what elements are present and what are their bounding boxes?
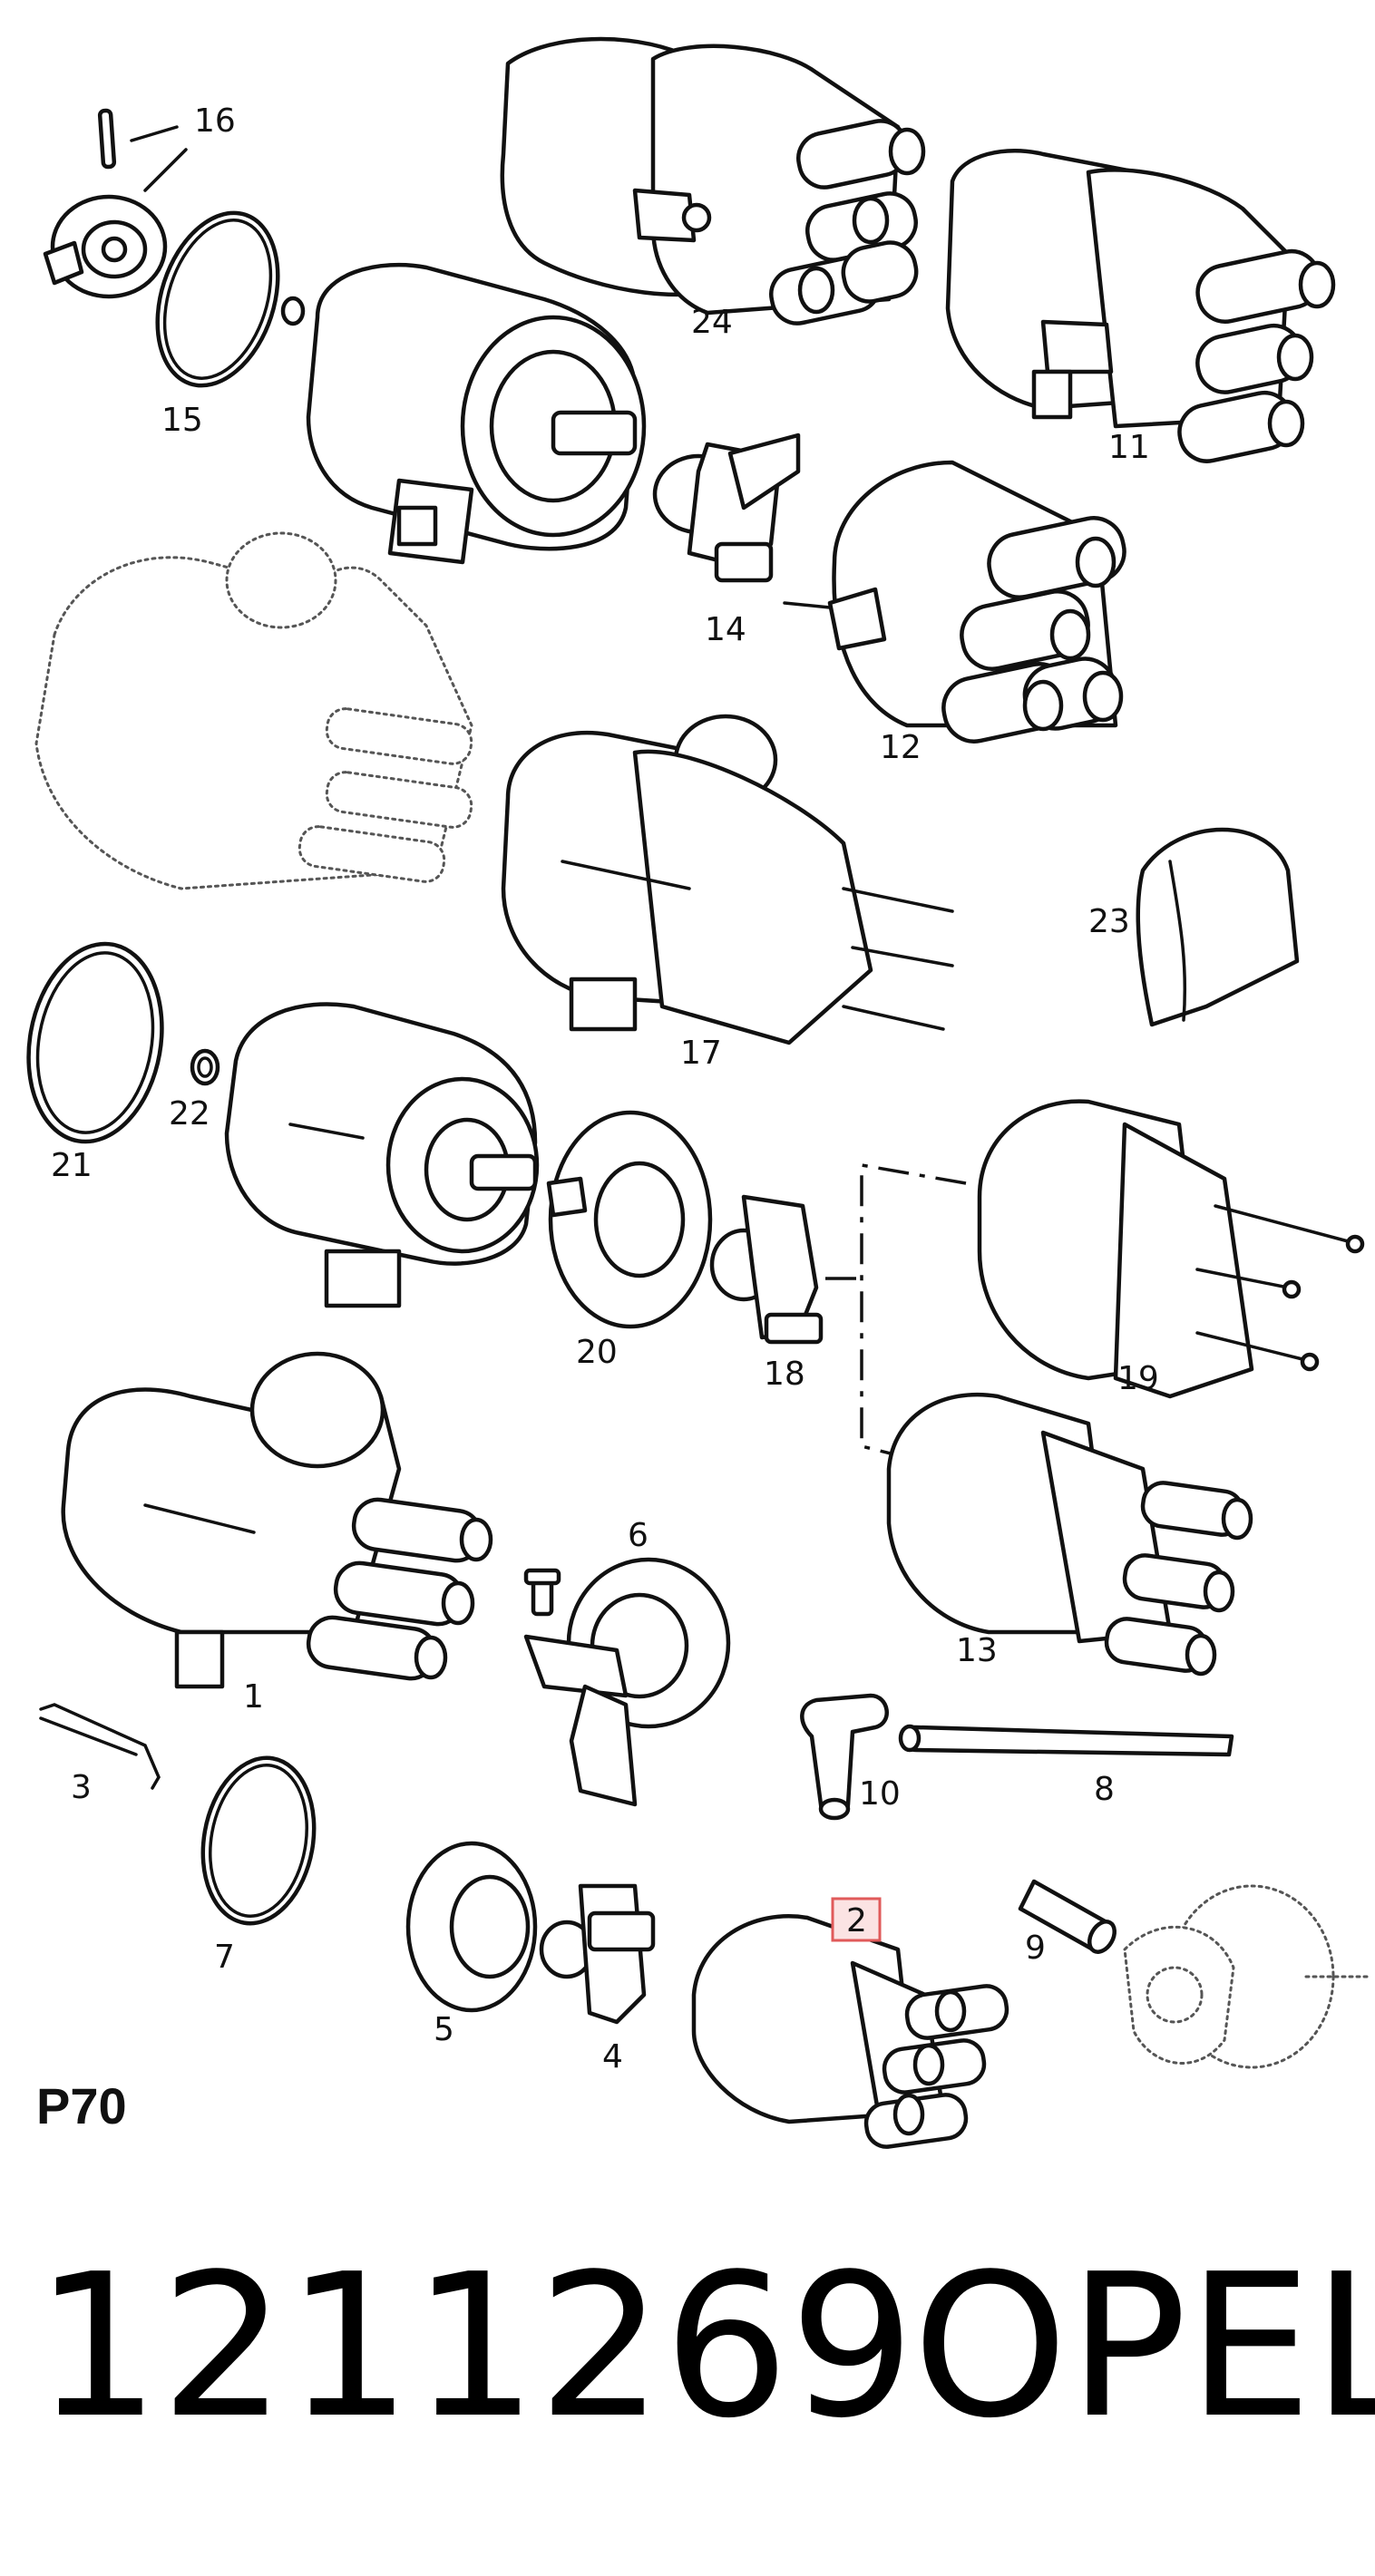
assembly-link-line [860, 1162, 967, 1462]
callout-17: 17 [680, 1035, 722, 1072]
page-code-label: P70 [36, 2077, 127, 2134]
part-12-drawing [783, 460, 1126, 744]
callout-labels: 16 15 24 11 14 12 21 22 17 23 20 18 19 6… [51, 102, 1159, 2075]
callout-5: 5 [434, 2011, 454, 2048]
part-4-drawing [539, 1883, 656, 2025]
part-11-drawing [945, 149, 1336, 463]
callout-20: 20 [576, 1334, 618, 1371]
callout-22: 22 [169, 1095, 210, 1132]
callout-2-highlight-box [831, 1897, 882, 1942]
callout-1: 1 [243, 1678, 264, 1716]
part-2-drawing [691, 1914, 1009, 2149]
distributor-body-upper [306, 262, 647, 565]
part-7-drawing [200, 1755, 317, 1926]
ghost-vacuum-unit-drawing [1123, 1884, 1371, 2069]
callout-10: 10 [859, 1775, 901, 1813]
part-5-drawing [405, 1841, 538, 2013]
distributor-body-middle [224, 1002, 540, 1308]
callout-14: 14 [705, 611, 746, 648]
callout-13: 13 [956, 1632, 998, 1669]
callout-18: 18 [764, 1356, 805, 1393]
part-23-drawing [1136, 827, 1300, 1027]
part-20-drawing [546, 1110, 713, 1329]
part-17-drawing [501, 714, 954, 1045]
callout-21: 21 [51, 1147, 93, 1184]
callout-2: 2 [846, 1902, 867, 1939]
brand-name: OPEL [912, 2232, 1375, 2462]
callout-8: 8 [1094, 1771, 1115, 1808]
part-24-drawing [500, 36, 926, 326]
part-13-drawing [886, 1392, 1253, 1677]
callout-6: 6 [628, 1517, 648, 1554]
part-15-drawing [155, 210, 306, 388]
part-8-drawing [898, 1724, 1234, 1757]
part-19-drawing [977, 1099, 1365, 1399]
part-number: 1211269 [34, 2232, 915, 2462]
part-21-drawing [26, 941, 164, 1144]
part-1-drawing [61, 1351, 493, 1689]
callout-3: 3 [71, 1769, 92, 1806]
ghost-distributor-drawing [34, 531, 473, 890]
callout-12: 12 [880, 729, 922, 766]
callout-19: 19 [1117, 1360, 1159, 1397]
part-3-drawing [39, 1703, 161, 1790]
callout-9: 9 [1025, 1930, 1046, 1967]
part-9-drawing [1018, 1879, 1117, 1954]
part-22-drawing [190, 1048, 220, 1086]
callout-23: 23 [1088, 903, 1130, 940]
part-14-drawing [652, 433, 801, 583]
callout-24: 24 [691, 304, 733, 341]
part-6-drawing [523, 1557, 731, 1807]
part-16-drawing [43, 108, 188, 299]
callout-7: 7 [214, 1939, 235, 1976]
callout-4: 4 [602, 2038, 623, 2075]
callout-15: 15 [161, 402, 203, 439]
part-18-drawing [709, 1194, 824, 1345]
callout-16: 16 [194, 102, 236, 140]
part-10-drawing [800, 1693, 889, 1821]
callout-11: 11 [1108, 429, 1150, 466]
